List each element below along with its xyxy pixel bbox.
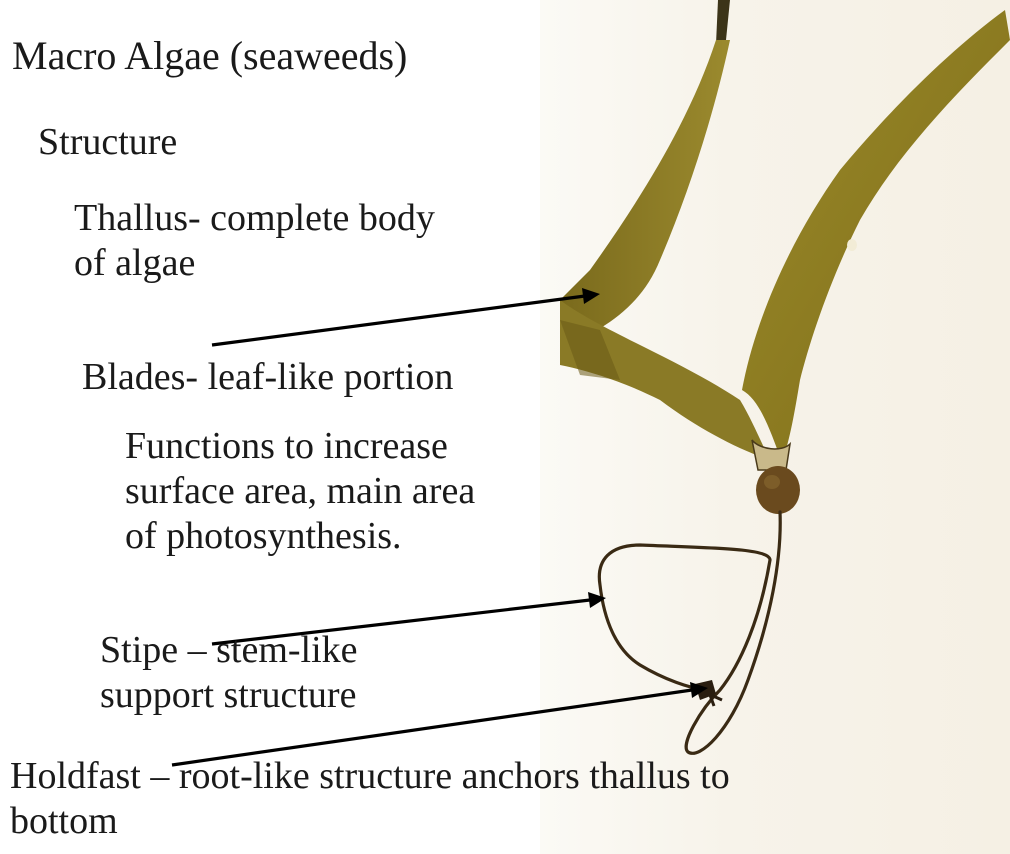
label-thallus-line1: Thallus- complete body bbox=[74, 196, 435, 241]
arrow-thallus bbox=[212, 296, 585, 345]
label-function-line3: of photosynthesis. bbox=[125, 514, 475, 559]
label-thallus-line2: of algae bbox=[74, 241, 435, 286]
label-holdfast: Holdfast – root-like structure anchors t… bbox=[10, 754, 730, 844]
upper-stem bbox=[716, 0, 730, 44]
label-function-line2: surface area, main area bbox=[125, 469, 475, 514]
label-stipe-line1: Stipe – stem-like bbox=[100, 628, 358, 673]
label-stipe-line2: support structure bbox=[100, 673, 358, 718]
blade-lower-left bbox=[560, 300, 770, 460]
label-blade-function: Functions to increase surface area, main… bbox=[125, 424, 475, 558]
blade-spot bbox=[847, 239, 857, 251]
label-function-line1: Functions to increase bbox=[125, 424, 475, 469]
float-bulb bbox=[756, 466, 800, 514]
blade-left bbox=[560, 40, 730, 350]
label-holdfast-line2: bottom bbox=[10, 799, 730, 844]
label-blades: Blades- leaf-like portion bbox=[82, 355, 453, 400]
stipe-loop bbox=[599, 512, 780, 753]
label-thallus: Thallus- complete body of algae bbox=[74, 196, 435, 286]
blade-right bbox=[742, 10, 1010, 462]
diagram-title: Macro Algae (seaweeds) bbox=[12, 32, 407, 79]
structure-heading: Structure bbox=[38, 120, 177, 165]
label-holdfast-line1: Holdfast – root-like structure anchors t… bbox=[10, 754, 730, 799]
label-stipe: Stipe – stem-like support structure bbox=[100, 628, 358, 718]
